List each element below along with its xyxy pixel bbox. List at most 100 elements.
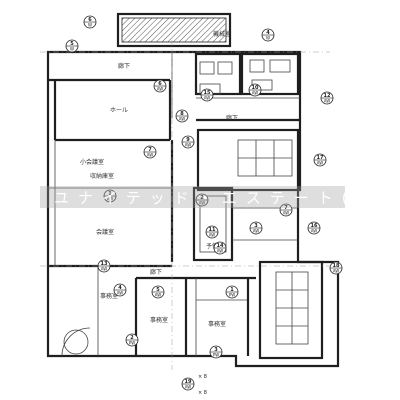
tag-type: AW: [204, 96, 211, 101]
tag-number: 6: [88, 17, 92, 23]
window-tag: 9AW: [181, 135, 195, 149]
tag-type: PW: [213, 353, 219, 358]
wall-set-lower: [61, 266, 256, 357]
tag-type: AW: [333, 269, 340, 274]
tag-type: AW: [252, 91, 259, 96]
room-label-10: 事務室: [208, 320, 226, 328]
window-tag: 3PW: [209, 345, 223, 359]
watermark: ユナイテッド・エステート(株): [40, 186, 395, 208]
bottom-notes: × 8 × 8: [198, 374, 207, 396]
tag-number: 4: [266, 30, 270, 36]
window-tag: 7AW: [279, 203, 293, 217]
window-tag: 6AW: [153, 79, 167, 93]
window-tag: 6W: [83, 15, 97, 29]
tag-type: AW: [317, 161, 324, 166]
note-2: × 8: [198, 390, 207, 396]
window-tag: 1AW: [103, 189, 117, 203]
tag-type: AW: [217, 249, 224, 254]
stair-core: [258, 260, 324, 360]
window-tag: 5W: [65, 39, 79, 53]
room-label-9: 事務室: [150, 316, 168, 324]
room-label-4: 小会議室: [80, 158, 104, 166]
tag-type: W: [88, 23, 92, 28]
tag-number: 1: [108, 191, 112, 197]
tag-type: PW: [129, 341, 135, 346]
tag-number: 7: [148, 147, 152, 153]
tag-type: AW: [179, 117, 186, 122]
tag-type: AW: [283, 211, 290, 216]
room-label-2: 廊下: [118, 62, 130, 70]
window-tag: 2PW: [125, 333, 139, 347]
room-label-7: 廊下: [226, 114, 238, 122]
window-tag: 1PW: [225, 285, 239, 299]
tag-number: 13: [101, 261, 108, 267]
tag-type: W: [266, 36, 270, 41]
tag-type: AW: [107, 197, 114, 202]
tag-type: AW: [157, 87, 164, 92]
tag-type: AW: [117, 291, 124, 296]
room-label-5: 収納庫室: [90, 172, 114, 180]
tag-type: AW: [147, 153, 154, 158]
window-tag: 5AW: [151, 285, 165, 299]
tag-type: AW: [311, 229, 318, 234]
tag-number: 3: [254, 223, 258, 229]
window-tags: 6W4W5W6AW15AW10AW12AW8AW9AW7AW17AW16AW1A…: [65, 15, 343, 391]
window-tag: 2AW: [195, 193, 209, 207]
tag-number: 12: [324, 93, 331, 99]
tag-number: 9: [186, 137, 190, 143]
grid-lines: [40, 40, 330, 370]
tag-type: AW: [209, 233, 216, 238]
room-label-11: 事務室: [100, 292, 118, 300]
tag-number: 14: [217, 243, 224, 249]
window-tag: 7AW: [143, 145, 157, 159]
tag-number: 18: [333, 263, 340, 269]
tag-type: AW: [155, 293, 162, 298]
tag-type: W: [70, 47, 74, 52]
note-1: × 8: [198, 374, 207, 380]
tag-number: 3: [214, 347, 218, 353]
tag-number: 17: [317, 155, 324, 161]
tag-number: 8: [180, 111, 184, 117]
room-label-1: 機械室: [213, 30, 231, 38]
tag-type: AW: [185, 385, 192, 390]
tag-type: PW: [229, 293, 235, 298]
tag-type: AW: [199, 201, 206, 206]
window-tag: 8AW: [175, 109, 189, 123]
watermark-text: ユナイテッド・エステート(株): [54, 189, 395, 207]
window-tag: 4W: [261, 28, 275, 42]
tag-type: AW: [253, 229, 260, 234]
room-label-6: 会議室: [96, 228, 114, 236]
window-tag: 3AW: [249, 221, 263, 235]
tag-number: 11: [209, 227, 216, 233]
tag-number: 6: [158, 81, 162, 87]
tag-number: 7: [284, 205, 288, 211]
room-labels: 機械室 廊下 ホール 小会議室 収納庫室 会議室 廊下 廊下 事務室 事務室 事…: [80, 30, 238, 328]
window-tag: 4AW: [113, 283, 127, 297]
tag-type: AW: [324, 99, 331, 104]
tag-number: 2: [200, 195, 204, 201]
tag-number: 5: [156, 287, 160, 293]
tag-number: 2: [130, 335, 134, 341]
room-label-8: 廊下: [150, 268, 162, 276]
tag-number: 19: [185, 379, 192, 385]
tag-type: AW: [101, 267, 108, 272]
tag-number: 1: [230, 287, 234, 293]
room-label-3: ホール: [110, 107, 128, 114]
tag-number: 10: [252, 85, 259, 91]
wall-set-middle-right: [192, 128, 300, 262]
tag-number: 5: [70, 41, 74, 47]
tag-number: 15: [204, 90, 211, 96]
wall-set-upper-right: [171, 52, 300, 122]
tag-type: AW: [185, 143, 192, 148]
tag-number: 16: [311, 223, 318, 229]
